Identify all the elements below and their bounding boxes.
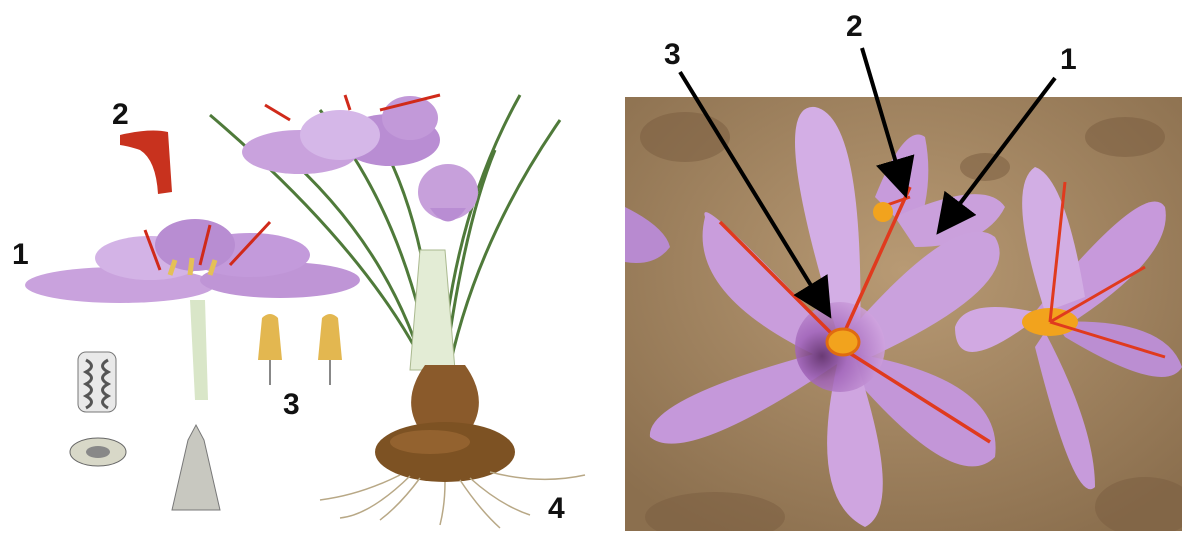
flower-detail: [25, 219, 360, 400]
stigma-detail: [120, 131, 172, 194]
illustration-label-2: 2: [112, 100, 129, 130]
illustration-label-3: 3: [283, 390, 300, 420]
botanical-illustration-panel: 2 1 3 4: [0, 0, 615, 531]
plant-stem: [410, 250, 455, 370]
anther-detail: [258, 314, 342, 385]
illustration-label-1: 1: [12, 240, 29, 270]
saffron-photo: [625, 97, 1182, 531]
plant-flower: [242, 95, 478, 222]
photo-label-2: 2: [846, 12, 863, 42]
photo-label-3: 3: [664, 40, 681, 70]
photo-label-1: 1: [1060, 45, 1077, 75]
illustration-label-4: 4: [548, 494, 565, 524]
plant-bulb: [375, 365, 515, 482]
botanical-illustration: [0, 0, 615, 531]
saffron-photo-panel: [625, 97, 1182, 531]
